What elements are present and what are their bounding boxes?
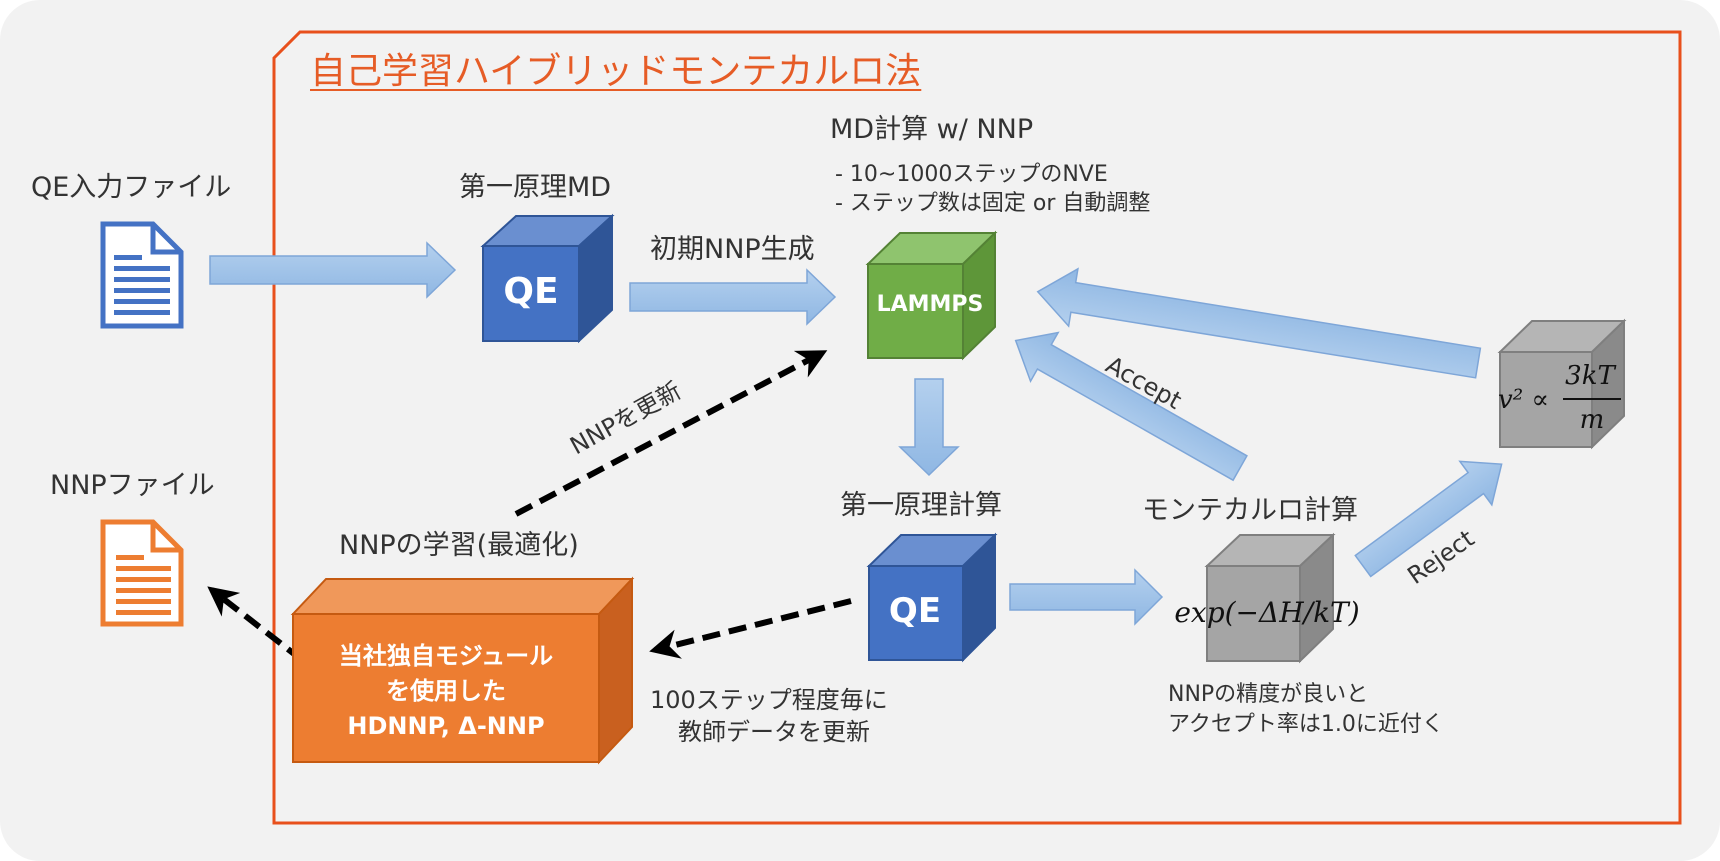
first-principles-calc-label: 第一原理計算 xyxy=(840,490,1002,521)
velocity-formula-numerator: 3kT xyxy=(1565,361,1616,391)
montecarlo-note-1: NNPの精度が良いと xyxy=(1168,682,1369,707)
md-nnp-note-2: - ステップ数は固定 or 自動調整 xyxy=(835,191,1151,216)
velocity-formula-left: v² ∝ xyxy=(1498,385,1549,415)
md-nnp-note-1: - 10~1000ステップのNVE xyxy=(835,162,1108,187)
nnp-box-line-2: を使用した xyxy=(386,677,506,705)
initial-nnp-label: 初期NNP生成 xyxy=(650,234,815,265)
nnp-training-label: NNPの学習(最適化) xyxy=(339,530,579,561)
teacher-data-note-1: 100ステップ程度毎に xyxy=(650,686,888,714)
first-principles-md-label: 第一原理MD xyxy=(459,172,612,203)
dashed-arrow-teacher-data xyxy=(649,598,852,659)
input-file-label: QE入力ファイル xyxy=(31,172,232,203)
process-frame xyxy=(272,30,1682,825)
input-document-icon xyxy=(100,221,184,329)
output-document-icon xyxy=(100,519,184,627)
md-nnp-label: MD計算 w/ NNP xyxy=(830,114,1034,145)
nnp-box-line-1: 当社独自モジュール xyxy=(339,642,553,670)
montecarlo-cube: exp(−ΔH/kT) xyxy=(1174,532,1360,664)
lammps-cube-label: LAMMPS xyxy=(877,292,984,317)
montecarlo-note-2: アクセプト率は1.0に近付く xyxy=(1168,712,1444,737)
arrow-input-to-md xyxy=(209,241,457,299)
arrow-qe-to-montecarlo xyxy=(1009,568,1164,626)
acceptance-formula: exp(−ΔH/kT) xyxy=(1174,596,1359,629)
lammps-cube: LAMMPS xyxy=(865,230,998,361)
qe-md-cube: QE xyxy=(480,213,615,344)
teacher-data-note-2: 教師データを更新 xyxy=(678,718,870,746)
arrow-lammps-to-qe xyxy=(898,378,960,477)
qe-calc-cube-label: QE xyxy=(889,591,941,631)
montecarlo-label: モンテカルロ計算 xyxy=(1142,495,1358,526)
nnp-file-label: NNPファイル xyxy=(50,470,215,501)
arrow-reject xyxy=(1354,460,1503,578)
nnp-box-line-3: HDNNP, Δ-NNP xyxy=(347,712,544,740)
arrow-accept xyxy=(1014,331,1248,482)
update-nnp-label: NNPを更新 xyxy=(565,376,686,460)
qe-md-cube-label: QE xyxy=(503,271,558,312)
arrow-velocity-to-lammps xyxy=(1036,267,1482,379)
arrow-md-to-lammps xyxy=(629,268,837,326)
qe-calc-cube: QE xyxy=(866,532,998,663)
page-title: 自己学習ハイブリッドモンテカルロ法 xyxy=(310,51,922,92)
dashed-arrow-update-nnp xyxy=(514,350,828,517)
velocity-formula-denominator: m xyxy=(1580,405,1605,435)
velocity-cube: v² ∝ 3kT m xyxy=(1497,318,1627,450)
dashed-arrow-to-nnp-file xyxy=(207,586,304,663)
nnp-training-box: 当社独自モジュール を使用した HDNNP, Δ-NNP xyxy=(290,576,635,765)
